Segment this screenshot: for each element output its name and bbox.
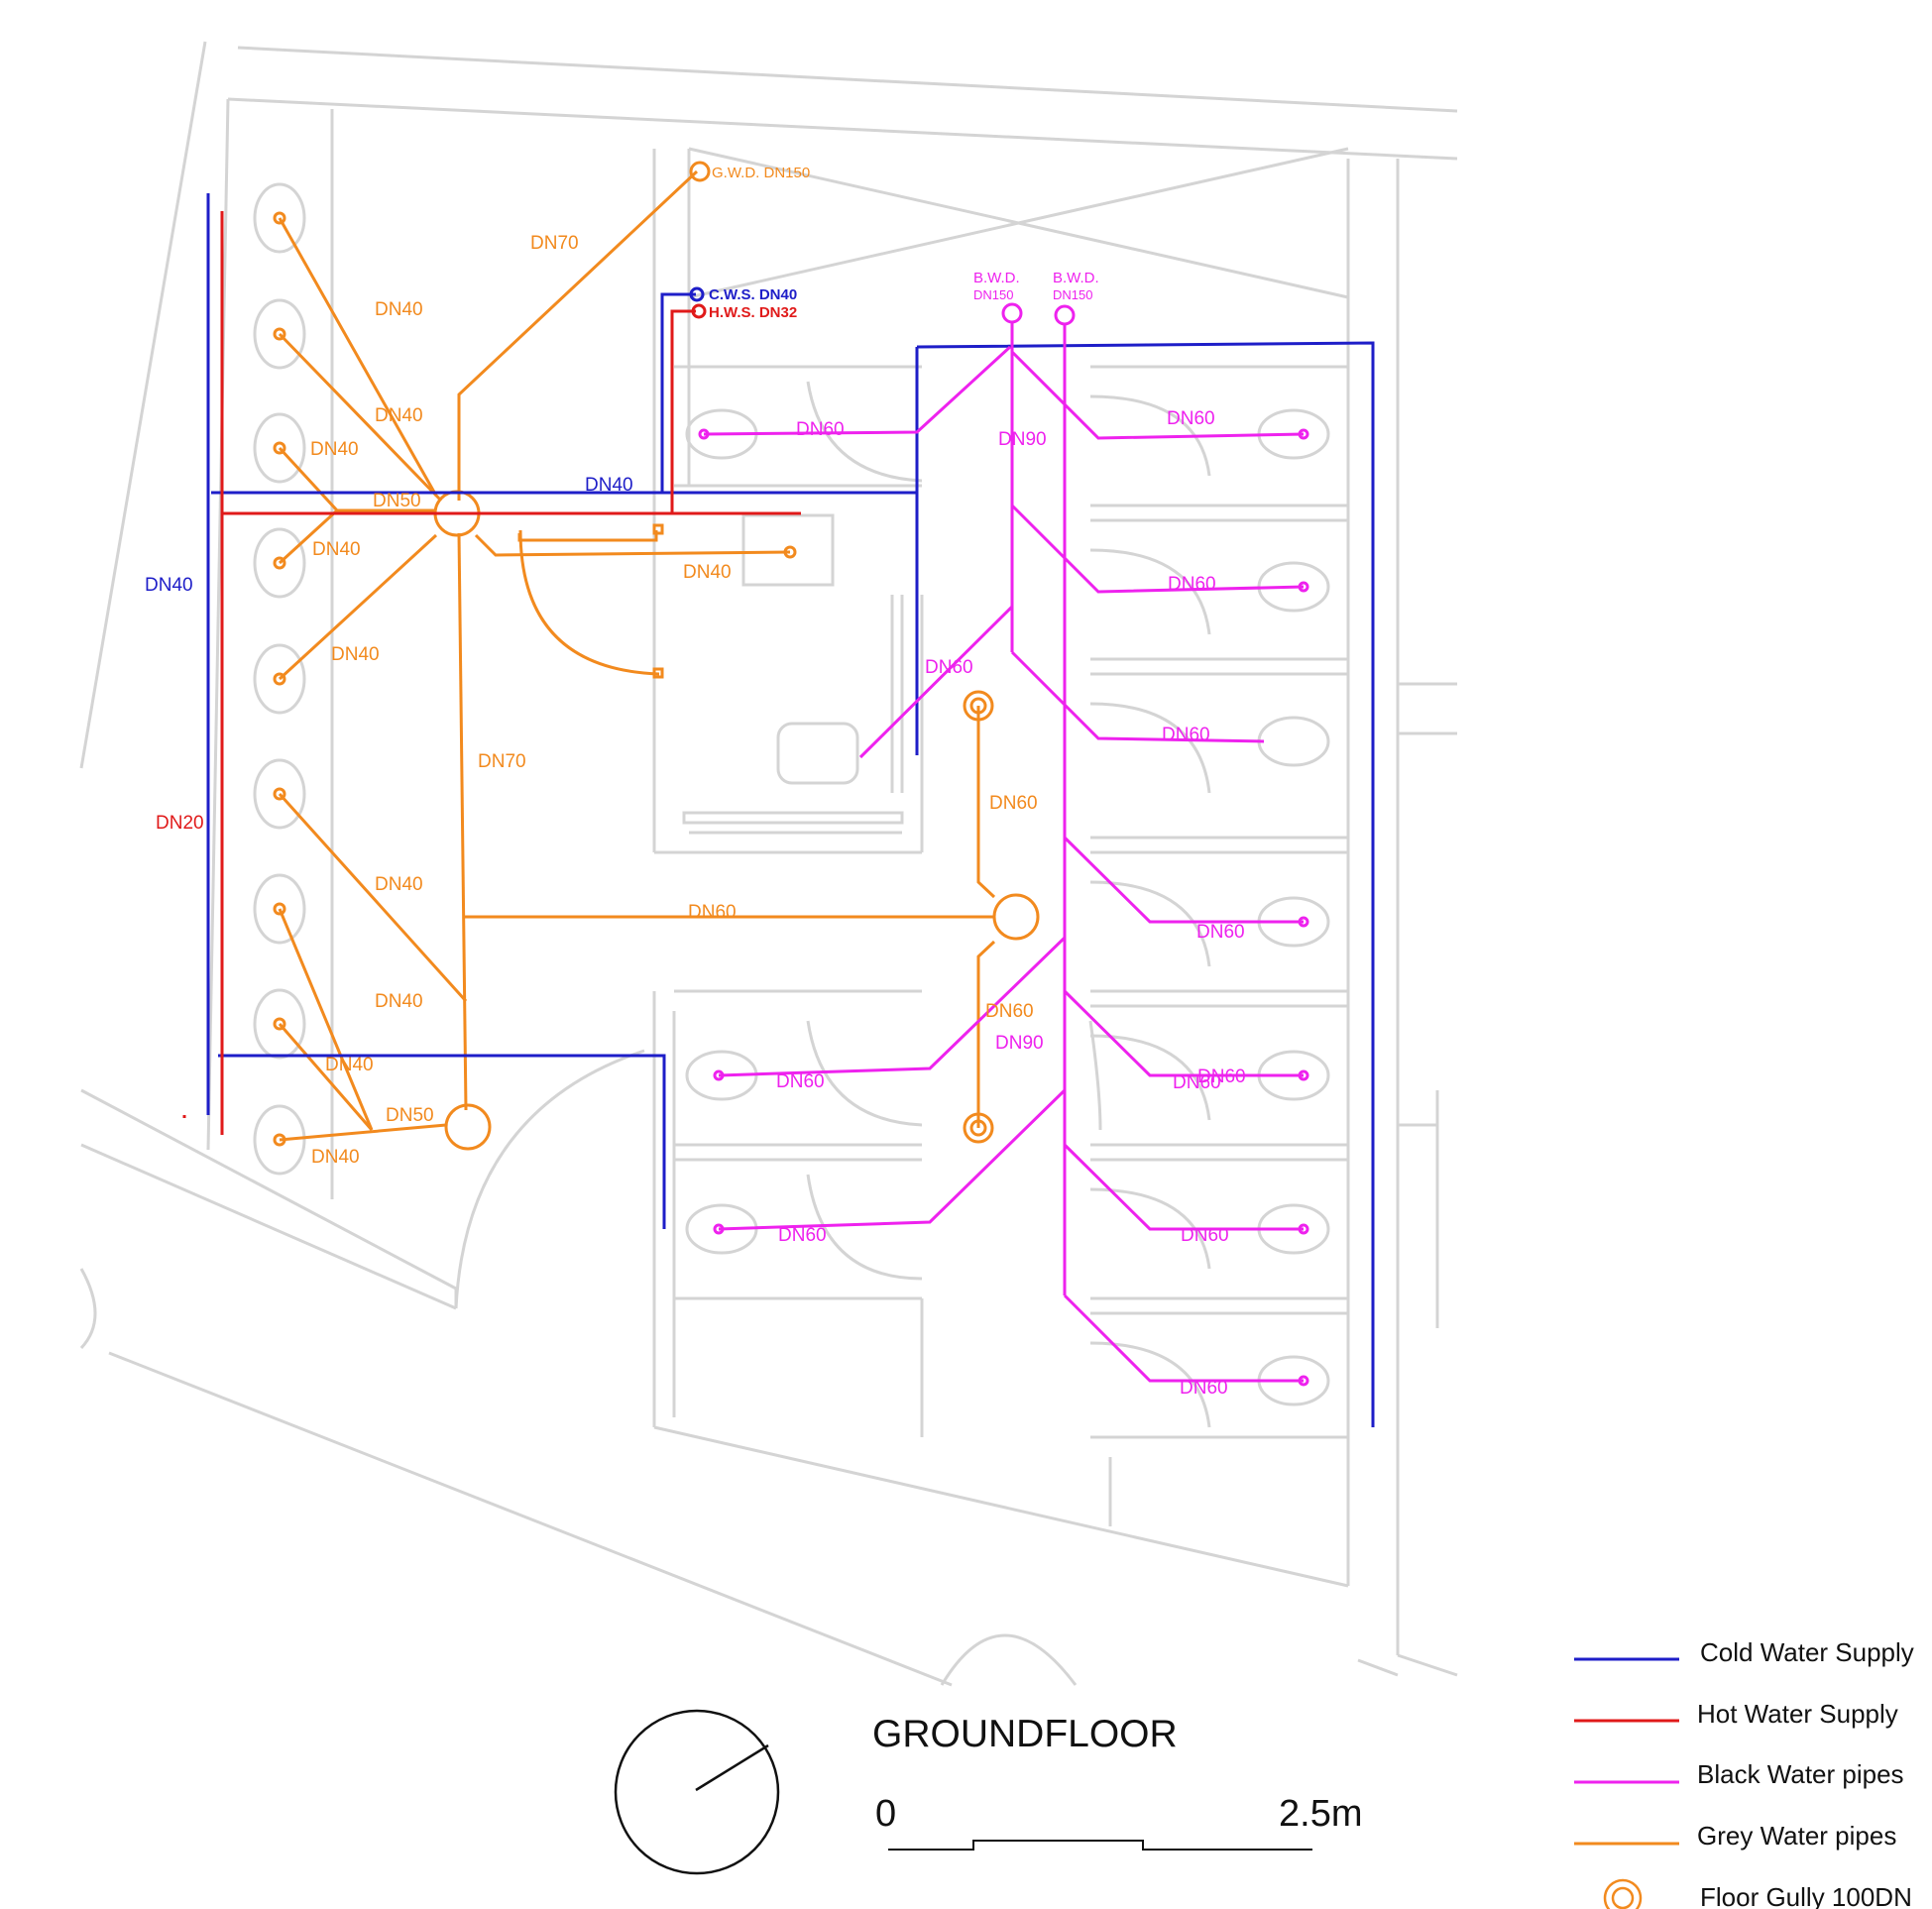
hot-pipe-labels: DN20 [156, 813, 204, 834]
legend: Cold Water Supply Hot Water Supply Black… [1574, 1637, 1914, 1909]
gwd-label: G.W.D. DN150 [712, 165, 810, 181]
grey-label: DN40 [375, 405, 423, 426]
grey-label: DN40 [375, 299, 423, 320]
legend-label: Grey Water pipes [1697, 1821, 1896, 1851]
legend-swatch-gully [1603, 1878, 1643, 1909]
grey-label: DN60 [688, 902, 737, 923]
bwd2-label-line1: B.W.D. [1053, 270, 1099, 286]
grey-pipe-labels: DN70 DN40 DN40 DN40 DN50 DN40 DN40 DN40 … [310, 233, 1038, 1168]
black-label: DN60 [1168, 574, 1216, 595]
grey-water-pipes [273, 161, 1040, 1151]
bwd1-label-line1: B.W.D. [973, 270, 1020, 286]
legend-label: Black Water pipes [1697, 1759, 1904, 1789]
black-label: DN60 [1196, 922, 1245, 943]
black-label: DN60 [1167, 408, 1215, 429]
cold-label: DN40 [585, 475, 633, 496]
legend-label: Hot Water Supply [1697, 1699, 1898, 1729]
black-label: DN60 [925, 657, 973, 678]
black-label: DN60 [1197, 1067, 1246, 1087]
black-label: DN60 [1173, 1072, 1221, 1093]
grey-label: DN40 [375, 874, 423, 895]
black-label: DN60 [1162, 725, 1210, 745]
grey-label: DN40 [683, 562, 732, 583]
grey-label: DN40 [331, 644, 380, 665]
black-pipe-labels: DN60 DN90 DN60 DN60 DN60 DN60 DN60 DN90 … [776, 408, 1246, 1399]
grey-label: DN70 [478, 751, 526, 772]
black-water-pipes [698, 302, 1309, 1387]
cold-label: DN40 [145, 575, 193, 596]
grey-label: DN50 [386, 1105, 434, 1126]
drawing-title: GROUNDFLOOR [872, 1713, 1178, 1755]
grey-label: DN70 [530, 233, 579, 254]
hot-water-pipes [182, 211, 801, 1135]
legend-label: Cold Water Supply [1700, 1637, 1914, 1667]
drain-labels: G.W.D. DN150 C.W.S. DN40 H.W.S. DN32 B.W… [709, 165, 1099, 321]
legend-label: Floor Gully 100DN [1700, 1882, 1912, 1909]
scale-bar [888, 1840, 1312, 1851]
grey-label: DN40 [310, 439, 359, 460]
grey-label: DN40 [375, 991, 423, 1012]
black-label: DN60 [1180, 1378, 1228, 1399]
grey-label: DN40 [311, 1147, 360, 1168]
grey-label: DN40 [312, 539, 361, 560]
black-label: DN60 [1181, 1225, 1229, 1246]
cws-label: C.W.S. DN40 [709, 286, 797, 303]
bwd2-label-line2: DN150 [1053, 287, 1092, 302]
orientation-symbol [614, 1709, 780, 1875]
scale-start-label: 0 [875, 1793, 896, 1835]
grey-label: DN60 [989, 793, 1038, 814]
cold-pipe-labels: DN40 DN40 [145, 475, 633, 596]
grey-label: DN40 [325, 1055, 374, 1075]
black-label: DN90 [995, 1033, 1044, 1054]
cold-water-pipes [206, 193, 1375, 1427]
building-outline [79, 41, 1458, 1687]
scale-end-label: 2.5m [1279, 1793, 1362, 1835]
black-label: DN60 [776, 1071, 825, 1092]
hws-label: H.W.S. DN32 [709, 304, 797, 321]
black-label: DN60 [778, 1225, 827, 1246]
hot-label: DN20 [156, 813, 204, 834]
grey-label: DN50 [373, 491, 421, 511]
grey-label: DN60 [985, 1001, 1034, 1022]
black-label: DN60 [796, 419, 845, 440]
black-label: DN90 [998, 429, 1047, 450]
bwd1-label-line2: DN150 [973, 287, 1013, 302]
